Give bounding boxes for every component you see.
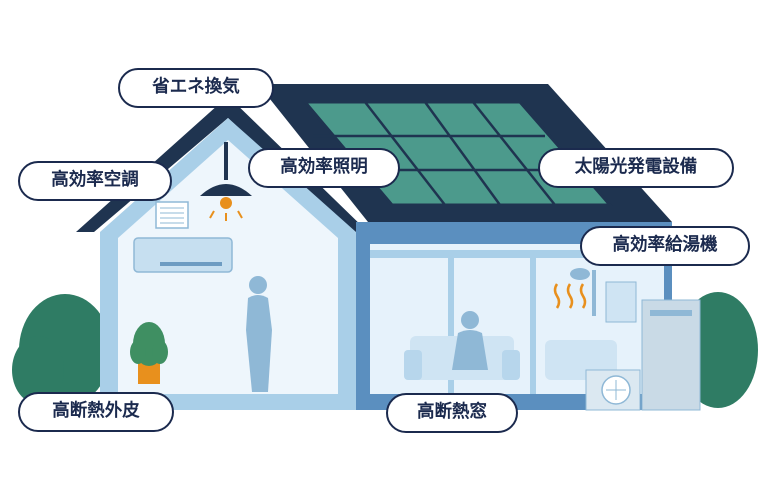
left-bush xyxy=(12,294,111,406)
label-high-efficiency-ac: 高効率空調 xyxy=(18,161,172,201)
label-high-efficiency-water-heater: 高効率給湯機 xyxy=(580,226,750,266)
vent-grille xyxy=(155,201,189,229)
label-high-insulation-windows: 高断熱窓 xyxy=(386,393,518,433)
label-high-efficiency-lighting: 高効率照明 xyxy=(248,148,400,188)
potted-plant xyxy=(130,322,168,384)
water-heater-unit xyxy=(585,299,701,411)
person-standing xyxy=(246,276,272,392)
air-conditioner xyxy=(133,237,233,273)
label-high-insulation-envelope: 高断熱外皮 xyxy=(18,392,174,432)
label-energy-saving-ventilation: 省エネ換気 xyxy=(118,68,274,108)
label-solar-power-equipment: 太陽光発電設備 xyxy=(538,148,734,188)
ceiling-lamp xyxy=(200,142,252,221)
sofa-with-person xyxy=(404,311,520,380)
